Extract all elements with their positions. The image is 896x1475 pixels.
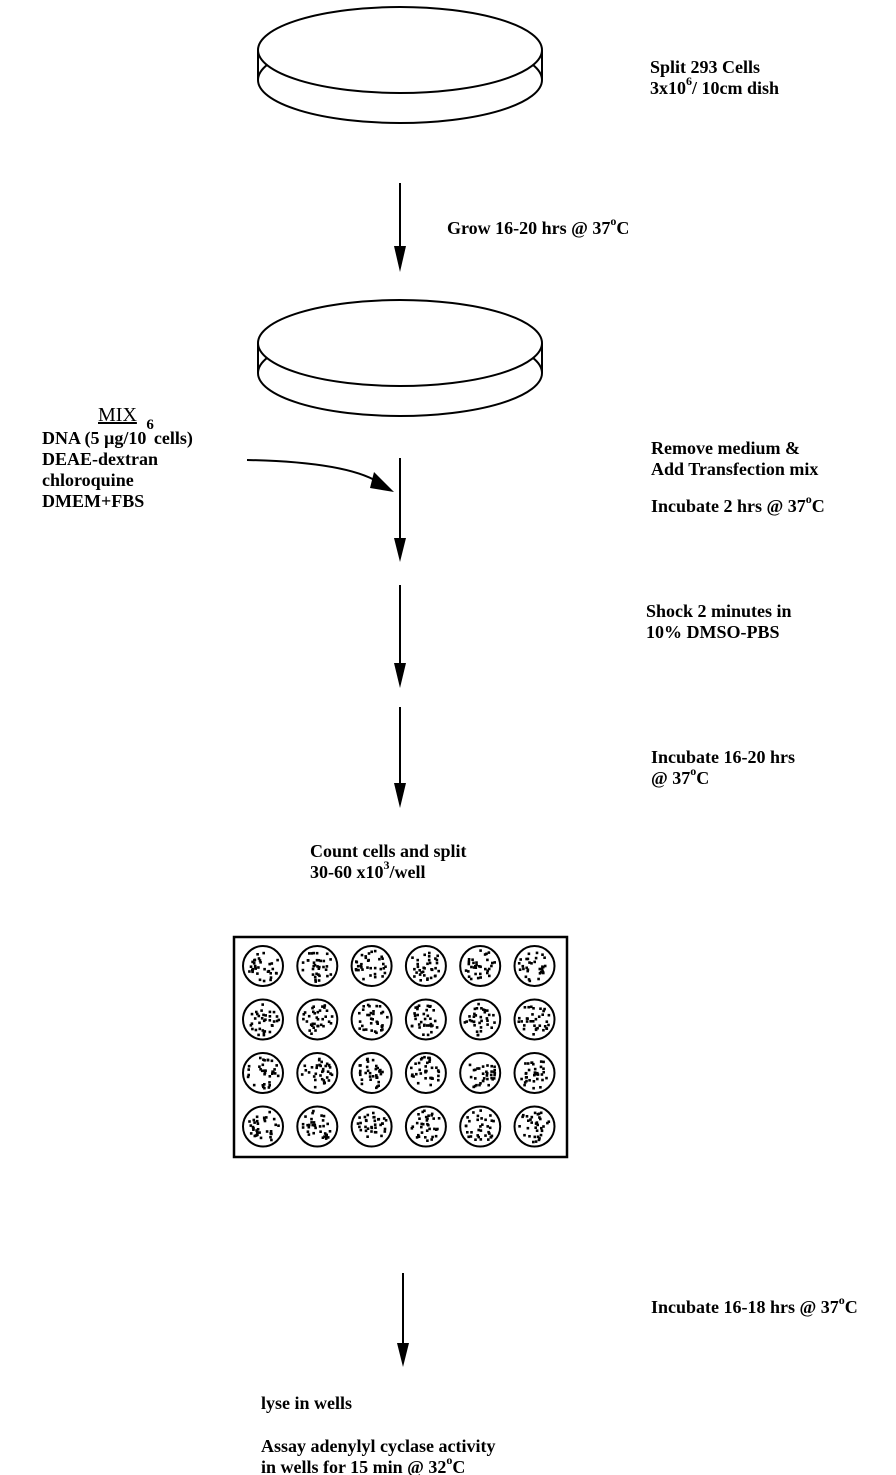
- plate-well: [515, 946, 555, 986]
- arrow-mix-curve: [247, 460, 394, 492]
- plate-well: [515, 1107, 555, 1147]
- plate-well: [352, 1107, 392, 1147]
- plate-well: [406, 1000, 446, 1040]
- plate-well: [460, 1053, 500, 1093]
- plate-well: [243, 1107, 283, 1147]
- plate-well: [243, 1000, 283, 1040]
- step-assay-label: Assay adenylyl cyclase activity in wells…: [261, 1436, 495, 1475]
- plate-well: [460, 1000, 500, 1040]
- plate-well: [460, 1107, 500, 1147]
- well-plate: [234, 937, 567, 1157]
- arrow-incubate-plate: [397, 1273, 409, 1367]
- step-incubate-18h-label: Incubate 16-18 hrs @ 37oC: [651, 1297, 858, 1318]
- plate-well: [243, 946, 283, 986]
- plate-well: [352, 1053, 392, 1093]
- step-split-label: Split 293 Cells 3x106/ 10cm dish: [650, 57, 779, 99]
- plate-well: [297, 946, 337, 986]
- arrow-split-to-grow: [394, 183, 406, 272]
- culture-dish-2: [258, 300, 542, 416]
- mix-item: DMEM+FBS: [42, 491, 144, 511]
- split-line2: 3x106/ 10cm dish: [650, 78, 779, 98]
- plate-well: [352, 1000, 392, 1040]
- step-incubate-2h-label: Incubate 2 hrs @ 37oC: [651, 496, 825, 517]
- culture-dish-1: [258, 7, 542, 123]
- plate-well: [406, 1053, 446, 1093]
- plate-well: [297, 1000, 337, 1040]
- plate-well: [515, 1053, 555, 1093]
- arrow-incubate: [394, 707, 406, 808]
- arrow-shock: [394, 585, 406, 688]
- split-line1: Split 293 Cells: [650, 57, 760, 77]
- plate-well: [297, 1053, 337, 1093]
- mix-item: DEAE-dextran: [42, 449, 158, 469]
- step-incubate-16h-label: Incubate 16-20 hrs @ 37oC: [651, 747, 795, 789]
- mix-dna: DNA (5 µg/106cells): [42, 428, 193, 448]
- step-remove-label: Remove medium & Add Transfection mix: [651, 438, 818, 480]
- plate-well: [243, 1053, 283, 1093]
- step-lyse-label: lyse in wells: [261, 1393, 352, 1414]
- step-grow-label: Grow 16-20 hrs @ 37oC: [447, 218, 629, 239]
- plate-well: [460, 946, 500, 986]
- plate-well: [406, 946, 446, 986]
- arrow-transfection: [394, 458, 406, 562]
- mix-ingredients: DNA (5 µg/106cells) DEAE-dextran chloroq…: [42, 428, 193, 512]
- plate-well: [297, 1107, 337, 1147]
- plate-well: [406, 1107, 446, 1147]
- plate-well: [515, 1000, 555, 1040]
- step-shock-label: Shock 2 minutes in 10% DMSO-PBS: [646, 601, 792, 643]
- step-count-label: Count cells and split 30-60 x103/well: [310, 841, 467, 883]
- mix-item: chloroquine: [42, 470, 134, 490]
- mix-title: MIX: [98, 404, 137, 427]
- plate-well: [352, 946, 392, 986]
